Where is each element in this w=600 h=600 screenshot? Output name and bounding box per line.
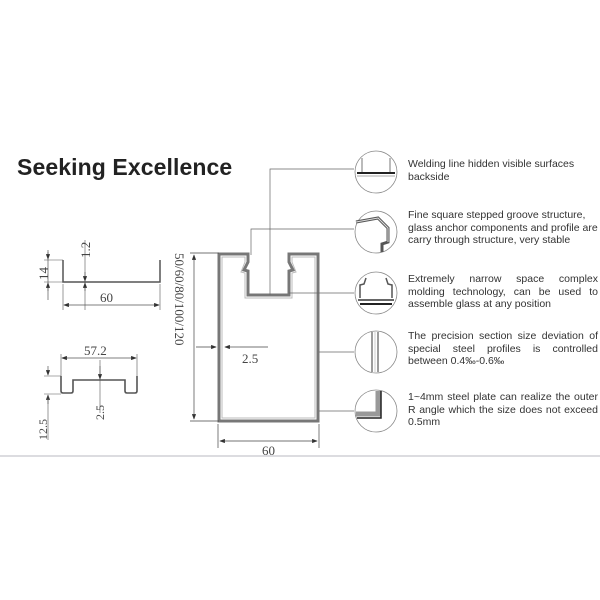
feature-precision-section: The precision section size deviation of …	[408, 330, 598, 367]
dim-channel-width: 60	[100, 290, 113, 305]
welding-line-detail-icon	[354, 150, 398, 194]
dim-profile-height: 50/60/80/100/120	[172, 253, 187, 345]
channel-profile-top	[44, 240, 161, 310]
feature-outer-r-angle: 1~4mm steel plate can realize the outer …	[408, 391, 598, 428]
outer-r-angle-detail-icon	[354, 389, 398, 433]
dim-groove-height: 12.5	[36, 419, 50, 440]
main-profile-dimensions	[190, 252, 320, 448]
precision-section-detail-icon	[354, 330, 398, 374]
dim-channel-height: 14	[36, 267, 51, 281]
page-title: Seeking Excellence	[17, 154, 233, 180]
grooved-profile-bottom	[44, 354, 138, 440]
feature-welding-line: Welding line hidden visible surfaces bac…	[408, 158, 575, 183]
dim-channel-thickness: 1.2	[78, 242, 93, 258]
main-profile	[217, 252, 320, 423]
dim-profile-width: 60	[262, 443, 275, 458]
feature-stepped-groove: Fine square stepped groove structure, gl…	[408, 209, 598, 246]
narrow-molding-detail-icon	[354, 271, 398, 315]
dim-groove-depth: 2.5	[93, 405, 107, 420]
dim-groove-width: 57.2	[84, 343, 107, 358]
feature-narrow-molding: Extremely narrow space complex molding t…	[408, 273, 598, 310]
leader-lines	[250, 168, 354, 412]
stepped-groove-detail-icon	[354, 210, 398, 254]
dim-profile-wall: 2.5	[242, 351, 258, 366]
